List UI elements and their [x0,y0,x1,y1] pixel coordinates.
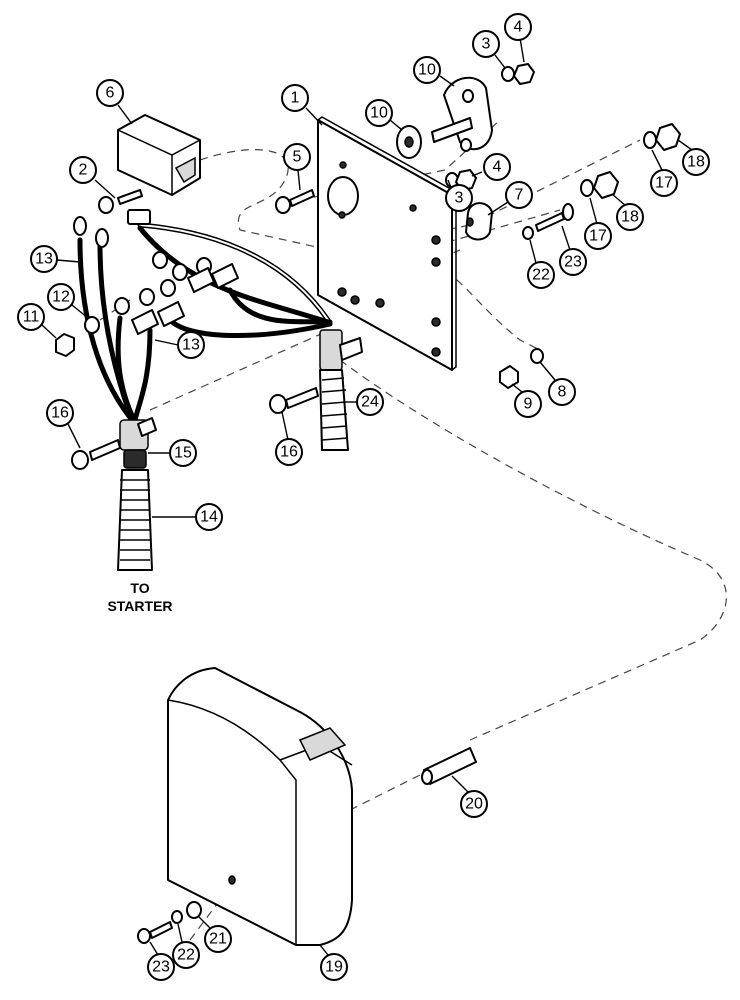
callout-10a: 10 [413,56,455,87]
callout-12: 12 [47,283,89,319]
svg-text:16: 16 [51,405,69,422]
svg-text:9: 9 [524,396,533,413]
svg-text:17: 17 [655,175,673,192]
callout-4a: 4 [504,13,532,63]
svg-text:1: 1 [291,90,300,107]
callout-1: 1 [281,84,323,126]
callout-20: 20 [451,775,488,818]
callout-15: 15 [148,439,197,467]
bolt-2 [98,189,143,214]
callout-22b: 22 [172,923,200,969]
callout-18a: 18 [677,139,710,176]
callout-9: 9 [511,383,542,418]
svg-text:3: 3 [482,36,491,53]
bolt-5 [275,189,315,214]
callout-3a: 3 [472,30,506,69]
svg-text:10: 10 [418,62,436,79]
callout-22a: 22 [527,239,555,289]
callout-24: 24 [346,388,384,416]
wire-harness [55,209,333,423]
svg-text:12: 12 [52,289,70,306]
spacer [421,747,477,785]
callout-17b: 17 [584,197,612,250]
svg-text:19: 19 [325,959,343,976]
callout-19: 19 [319,944,348,981]
svg-text:3: 3 [455,190,464,207]
svg-text:22: 22 [532,267,550,284]
svg-text:18: 18 [621,209,639,226]
mounting-plate [317,116,457,371]
caption-to: TO [130,580,149,596]
svg-text:14: 14 [200,509,218,526]
svg-text:18: 18 [687,154,705,171]
svg-text:22: 22 [177,947,195,964]
svg-text:11: 11 [23,309,40,326]
callout-23a: 23 [559,225,587,276]
callout-17a: 17 [650,149,678,197]
callout-21: 21 [197,915,232,953]
svg-text:4: 4 [514,19,523,36]
svg-text:2: 2 [79,162,88,179]
svg-text:16: 16 [280,444,298,461]
callout-23b: 23 [147,941,175,981]
svg-text:6: 6 [106,85,115,102]
svg-text:10: 10 [370,105,388,122]
svg-text:23: 23 [564,254,582,271]
cover [167,667,353,946]
callout-2: 2 [69,156,116,199]
cover-hardware [137,901,202,944]
callout-6: 6 [96,79,133,125]
svg-text:24: 24 [361,394,379,411]
svg-text:23: 23 [152,959,170,976]
harness-conduit [71,417,157,571]
svg-text:13: 13 [182,337,200,354]
callout-13a: 13 [30,245,81,273]
callout-11: 11 [17,303,57,339]
svg-text:21: 21 [209,931,227,948]
callout-18b: 18 [611,193,644,231]
callout-8: 8 [539,361,576,406]
callout-10b: 10 [365,99,403,131]
svg-text:17: 17 [589,228,607,245]
svg-text:4: 4 [493,159,502,176]
stud-insulator [396,76,493,159]
svg-text:15: 15 [174,445,192,462]
callout-13b: 13 [154,331,205,359]
callout-14: 14 [152,503,223,531]
callout-4b: 4 [471,153,511,181]
caption-starter: STARTER [107,598,172,614]
svg-text:8: 8 [558,384,567,401]
svg-text:7: 7 [515,187,524,204]
callout-5: 5 [283,143,311,191]
callouts: 1 2 3 3 4 4 5 6 7 8 9 10 10 11 12 13 13 … [17,13,710,981]
callout-16b: 16 [275,411,303,466]
callout-3b: 3 [445,179,473,212]
hardware-right [499,123,681,389]
svg-text:20: 20 [465,796,483,813]
svg-text:5: 5 [293,149,302,166]
relay [117,114,201,196]
callout-16a: 16 [46,399,81,449]
callout-7: 7 [487,181,533,216]
svg-text:13: 13 [35,251,53,268]
battery-cable [269,329,363,451]
